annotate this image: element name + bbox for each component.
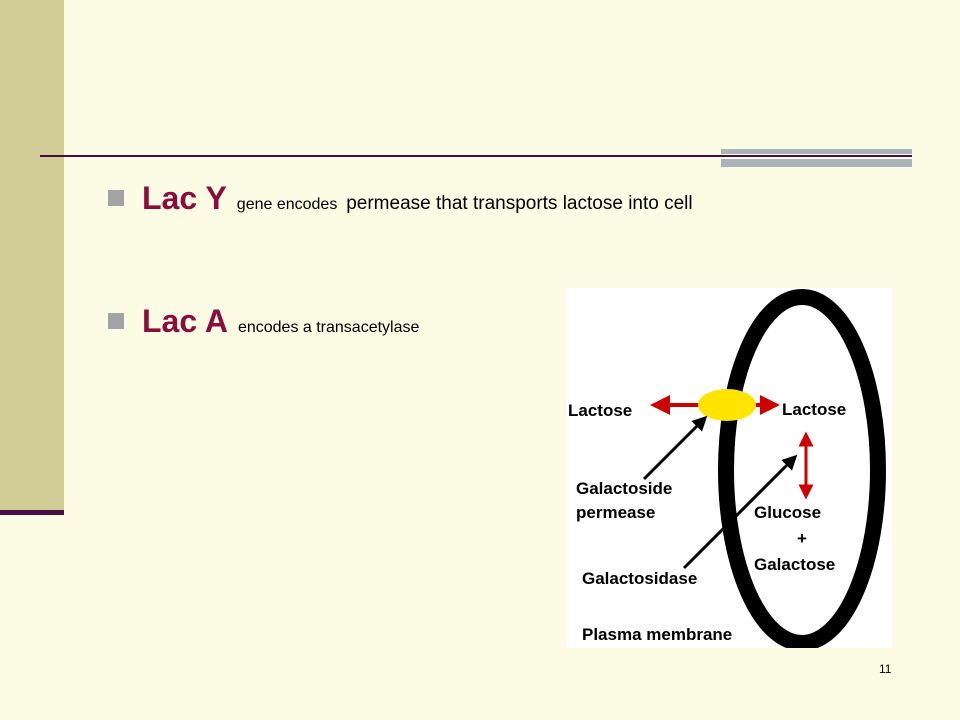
label-galactoside: Galactoside xyxy=(576,479,672,498)
bullet-text: permease that transports lactose into ce… xyxy=(346,193,693,214)
label-glucose: Glucose xyxy=(754,503,821,522)
label-galactosidase: Galactosidase xyxy=(582,569,697,588)
bullet-small-text: encodes a transacetylase xyxy=(237,319,420,336)
bullet-lac-a: Lac A encodes a transacetylase xyxy=(108,303,419,340)
permease-protein xyxy=(698,389,756,421)
label-lactose-inside: Lactose xyxy=(782,400,846,419)
label-galactose: Galactose xyxy=(754,555,835,574)
header-divider xyxy=(40,155,912,157)
diagram-svg: Lactose Lactose Galactoside permease Glu… xyxy=(568,289,886,648)
lac-permease-diagram: Lactose Lactose Galactoside permease Glu… xyxy=(566,288,892,648)
bullet-marker xyxy=(108,190,124,206)
slide-number: 11 xyxy=(879,662,892,676)
plasma-membrane-ellipse xyxy=(718,289,886,648)
galactosidase-pointer-arrow xyxy=(682,454,798,570)
bullet-lac-y: Lac Y gene encodes permease that transpor… xyxy=(108,180,693,217)
bullet-title: Lac A xyxy=(142,303,228,339)
label-permease: permease xyxy=(576,503,655,522)
header-accent-bar-lower xyxy=(721,159,912,167)
bullet-marker xyxy=(108,313,124,329)
header-accent-bar xyxy=(721,149,912,154)
label-lactose-outside: Lactose xyxy=(568,401,632,420)
bullet-small-text: gene encodes xyxy=(236,196,338,213)
label-plus: + xyxy=(797,529,807,548)
permease-pointer-arrow xyxy=(642,415,708,481)
label-plasma-membrane: Plasma membrane xyxy=(582,625,732,644)
left-decor-band-base xyxy=(0,510,64,515)
bullet-title: Lac Y xyxy=(142,180,227,216)
left-decor-band xyxy=(0,0,64,512)
